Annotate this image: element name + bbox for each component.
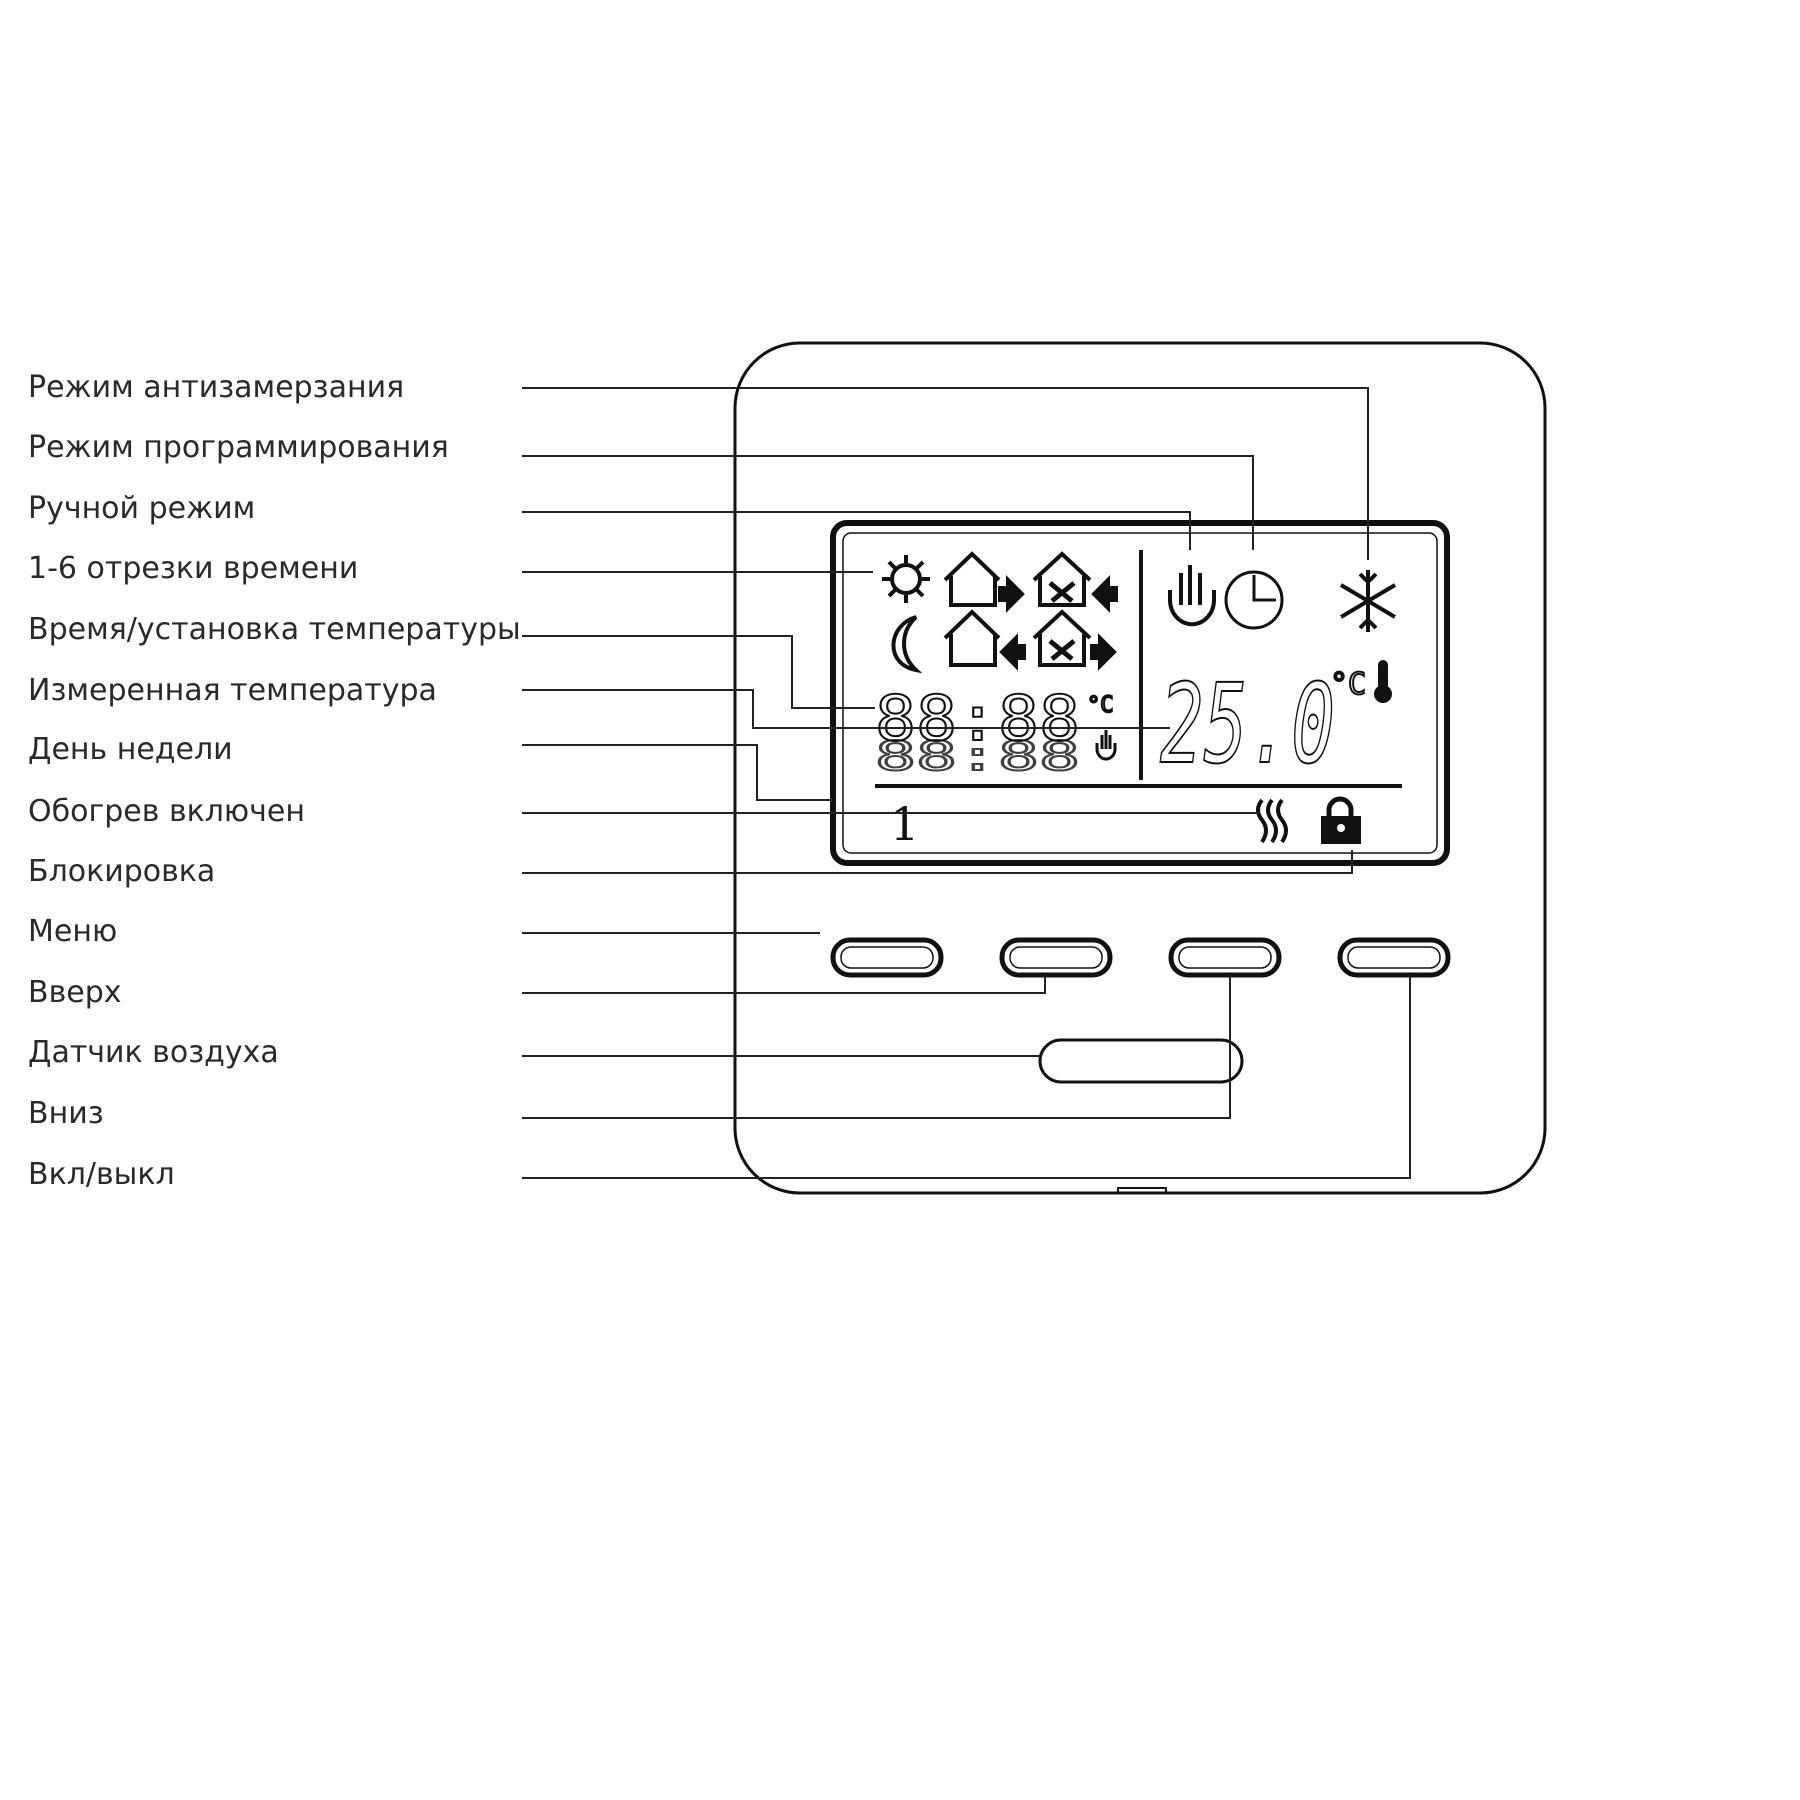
label-heating-on: Обогрев включен xyxy=(28,794,305,829)
label-air-sensor: Датчик воздуха xyxy=(28,1035,279,1070)
small-unit: °C xyxy=(1087,693,1114,718)
leader-manual xyxy=(522,511,1191,550)
label-manual: Ручной режим xyxy=(28,491,256,526)
label-time-periods: 1-6 отрезки времени xyxy=(28,551,359,586)
label-down: Вниз xyxy=(28,1096,104,1131)
leader-programming xyxy=(522,455,1254,550)
leader-lines xyxy=(522,387,1411,1179)
label-antifreeze: Режим антизамерзания xyxy=(28,370,405,405)
device-notch xyxy=(1117,1187,1167,1193)
leader-antifreeze xyxy=(522,387,1369,560)
leader-weekday xyxy=(522,744,830,801)
up-button[interactable] xyxy=(999,937,1113,978)
heating-icon xyxy=(1256,798,1288,844)
label-measured-temp: Измеренная температура xyxy=(28,673,437,708)
label-power: Вкл/выкл xyxy=(28,1157,175,1192)
label-weekday: День недели xyxy=(28,732,233,767)
house-return-icon xyxy=(943,609,1026,671)
moon-icon xyxy=(891,615,923,674)
weekday-indicator: 1 xyxy=(890,797,919,851)
label-time-setting: Время/установка температуры xyxy=(28,612,521,647)
label-up: Вверх xyxy=(28,975,122,1010)
house-lunch-in-icon xyxy=(1032,551,1118,613)
temperature-unit: °C xyxy=(1330,667,1366,702)
label-programming: Режим программирования xyxy=(28,430,449,465)
lock-icon xyxy=(1321,796,1361,844)
house-lunch-out-icon xyxy=(1032,609,1117,671)
down-button[interactable] xyxy=(1168,937,1282,978)
power-button[interactable] xyxy=(1337,937,1451,978)
label-menu: Меню xyxy=(28,914,118,949)
thermometer-icon xyxy=(1374,660,1392,703)
leader-lock xyxy=(522,850,1353,874)
leader-up xyxy=(522,975,1046,994)
house-leave-icon xyxy=(943,551,1025,613)
clock-icon xyxy=(1224,570,1284,630)
snowflake-icon xyxy=(1339,570,1397,632)
leader-time-setting xyxy=(522,635,875,709)
leader-down xyxy=(522,975,1231,1119)
hand-icon xyxy=(1168,565,1216,627)
sun-icon xyxy=(882,555,930,603)
leader-power xyxy=(522,975,1411,1179)
lcd-frame xyxy=(830,520,1450,866)
device-body xyxy=(733,341,1547,1195)
time-display-upper: 88:88 xyxy=(875,682,1080,755)
leader-measured-temp xyxy=(522,689,1170,729)
menu-button[interactable] xyxy=(830,937,944,978)
temperature-display: 25.0 xyxy=(1160,660,1335,788)
air-sensor-slot xyxy=(1038,1038,1244,1084)
label-lock: Блокировка xyxy=(28,854,216,889)
small-hand-icon xyxy=(1095,730,1117,761)
lcd-inner xyxy=(842,532,1438,854)
time-display-lower: 88:88 xyxy=(875,734,1080,780)
